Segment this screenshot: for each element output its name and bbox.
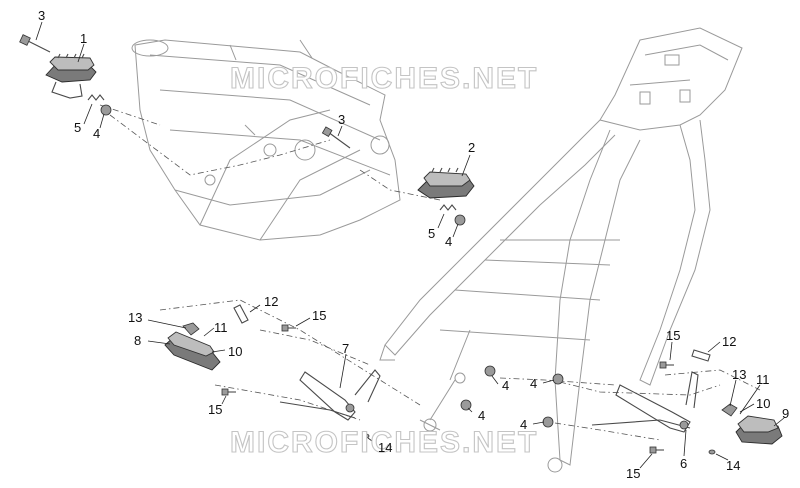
callout-15-left-bottom: 15 — [208, 402, 222, 417]
callout-11-left: 11 — [214, 320, 228, 335]
nut-4-lower-right — [542, 416, 554, 428]
callout-9: 9 — [782, 406, 789, 421]
callout-4-center-upper: 4 — [502, 378, 509, 393]
bracket-13-left — [182, 322, 200, 336]
screw-15-right-bottom — [649, 446, 664, 454]
washer-14-right — [708, 449, 716, 455]
assembly-lines — [99, 104, 761, 441]
callout-2: 2 — [468, 140, 475, 155]
washer-14-left — [362, 433, 370, 439]
watermark-top: MICROFICHES.NET — [230, 62, 538, 95]
screw-15-left-top — [281, 324, 296, 332]
rear-subframe — [379, 27, 743, 473]
callout-4-left: 4 — [93, 126, 100, 141]
screw-15-right-top — [659, 361, 674, 369]
callout-4-right-lower: 4 — [520, 417, 527, 432]
callout-15-left-top: 15 — [312, 308, 326, 323]
nut-4-right — [454, 214, 466, 226]
callout-10-right: 10 — [756, 396, 770, 411]
callout-1: 1 — [80, 31, 87, 46]
callout-12-left: 12 — [264, 294, 278, 309]
passenger-footpeg-8 — [164, 331, 221, 371]
callout-3-top-left: 3 — [38, 8, 45, 23]
callout-6: 6 — [680, 456, 687, 471]
screw-15-left-bottom — [221, 388, 236, 396]
callout-12-right: 12 — [722, 334, 736, 349]
footpeg-bracket-7 — [279, 369, 381, 421]
bracket-13-right — [721, 403, 738, 417]
callout-14-right: 14 — [726, 458, 740, 473]
callout-10-left: 10 — [228, 344, 242, 359]
callout-15-right-top: 15 — [666, 328, 680, 343]
pin-12-left — [233, 304, 249, 324]
callout-5-right: 5 — [428, 226, 435, 241]
callout-11-right: 11 — [756, 372, 770, 387]
passenger-footpeg-9 — [735, 415, 783, 445]
bolt-3-center — [321, 126, 351, 149]
main-frame — [131, 39, 401, 241]
callout-13-right: 13 — [732, 367, 746, 382]
nut-4-upper-center — [484, 365, 496, 377]
spring-5-left — [87, 94, 105, 101]
footpeg-bracket-6 — [591, 371, 699, 433]
pin-12-right — [691, 349, 711, 362]
callout-4-right-upper: 4 — [530, 376, 537, 391]
callout-3-center: 3 — [338, 112, 345, 127]
callout-15-right-bottom: 15 — [626, 466, 640, 481]
callout-4-center-lower: 4 — [478, 408, 485, 423]
watermark-bottom: MICROFICHES.NET — [230, 426, 538, 459]
leader-lines — [35, 21, 785, 469]
footpeg-2 — [417, 167, 475, 199]
bolt-3-left — [19, 34, 51, 53]
callout-7: 7 — [342, 341, 349, 356]
nut-4-upper-right — [552, 373, 564, 385]
footpeg-1 — [45, 53, 97, 99]
spring-5-right — [439, 204, 457, 211]
callout-4-right: 4 — [445, 234, 452, 249]
callout-14-left: 14 — [378, 440, 392, 455]
nut-4-left — [100, 104, 112, 116]
nut-4-lower-center — [460, 399, 472, 411]
callout-13-left: 13 — [128, 310, 142, 325]
callout-5-left: 5 — [74, 120, 81, 135]
callout-8: 8 — [134, 333, 141, 348]
